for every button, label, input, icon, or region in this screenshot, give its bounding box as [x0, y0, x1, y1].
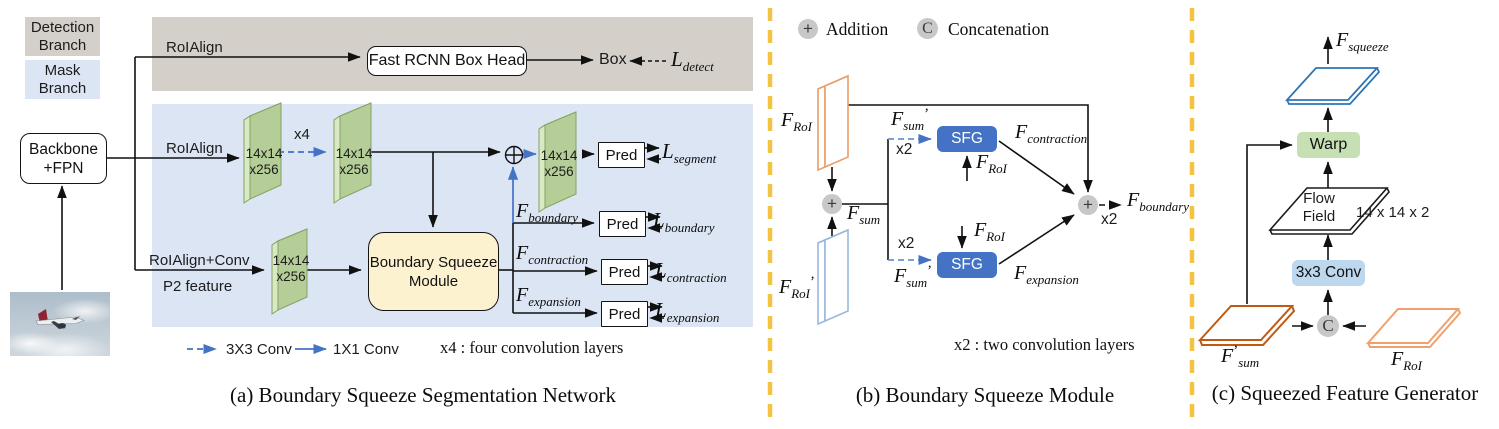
x2-label-right: x2 — [1101, 211, 1118, 228]
loss-boundary-label: Lboundary — [653, 208, 715, 236]
f-sum-prime-label-top: Fsum’ — [891, 106, 930, 134]
legend-add-label: Addition — [826, 19, 889, 39]
f-contraction-label-a: Fcontraction — [516, 242, 589, 267]
f-boundary-label-b: Fboundary — [1127, 189, 1190, 214]
froi-plate — [817, 74, 849, 172]
f-expansion-label-a: Fexpansion — [516, 284, 581, 309]
roialign-conv-label: RoIAlign+Conv — [149, 252, 250, 269]
fast-rcnn-box: Fast RCNN Box Head — [367, 46, 527, 76]
plate-label-p2: 14x14 x256 — [272, 253, 310, 284]
flow-field-label: Flow Field — [1302, 190, 1336, 225]
concat-node-c: C — [1317, 315, 1339, 337]
x2-label-bottom: x2 — [898, 235, 915, 252]
fsum-prime-plate — [1197, 305, 1296, 346]
froi-prime-plate — [817, 228, 849, 326]
f-sum-prime-label-c: F’sum — [1221, 343, 1260, 371]
f-roi-label-top: FRoI — [781, 109, 812, 134]
feature-plate-14x14-p2 — [271, 228, 308, 315]
roialign-mask-label: RoIAlign — [166, 140, 223, 157]
plate-label-1: 14x14 x256 — [245, 146, 283, 177]
caption-panel-c: (c) Squeezed Feature Generator — [1211, 381, 1479, 405]
sfg-box-top: SFG — [937, 126, 997, 152]
plate-label-3: 14x14 x256 — [540, 148, 578, 179]
legend-1x1-conv-label: 1X1 Conv — [333, 341, 399, 358]
f-expansion-label-b: Fexpansion — [1014, 262, 1079, 287]
f-contraction-label-b: Fcontraction — [1015, 121, 1088, 146]
conv-3x3-box: 3x3 Conv — [1292, 260, 1365, 286]
flow-field-plate — [1268, 187, 1390, 235]
panel-c-wiring — [1246, 36, 1366, 331]
caption-panel-b: (b) Boundary Squeeze Module — [855, 383, 1115, 407]
roialign-detect-label: RoIAlign — [166, 39, 223, 56]
x2-label-top: x2 — [896, 141, 913, 158]
pred-box-expansion: Pred — [601, 301, 648, 327]
backbone-box: Backbone +FPN — [20, 133, 107, 184]
f-sum-prime-label-bottom: Fsum’ — [894, 263, 933, 291]
caption-panel-a: (a) Boundary Squeeze Segmentation Networ… — [230, 383, 617, 407]
panel-a-blue-wiring — [187, 146, 537, 355]
x2-note: x2 : two convolution layers — [954, 335, 1135, 354]
legend-concat-label: Concatenation — [948, 19, 1050, 39]
panel-b-wiring — [827, 104, 1122, 265]
f-boundary-label-a: Fboundary — [516, 200, 579, 225]
panel-a-wiring — [57, 52, 666, 323]
loss-segment-label: Lsegment — [662, 139, 717, 167]
plate-label-2: 14x14 x256 — [335, 146, 373, 177]
f-squeeze-label: Fsqueeze — [1336, 29, 1389, 54]
panel-separator-lines — [767, 8, 1195, 421]
feature-plate-14x14-a — [243, 102, 282, 204]
box-output-label: Box — [599, 51, 627, 68]
x4-note: x4 : four convolution layers — [440, 338, 624, 357]
loss-contraction-label: Lcontraction — [655, 258, 727, 286]
f-roi-label-c: FRoI — [1391, 348, 1422, 373]
fsqueeze-plate — [1284, 67, 1381, 105]
f-roi-label-sfg2: FRoI — [974, 219, 1005, 244]
add-node-b-left: + — [822, 194, 842, 214]
f-roi-prime-label: FRoI’ — [779, 274, 815, 302]
pred-box-segment: Pred — [598, 142, 645, 168]
legend-concat-icon: C — [917, 18, 938, 39]
boundary-squeeze-module-box: Boundary Squeeze Module — [368, 232, 499, 311]
flow-dims-label: 14 x 14 x 2 — [1356, 204, 1430, 221]
sfg-box-bottom: SFG — [937, 252, 997, 278]
loss-detect-label: Ldetect — [671, 47, 714, 75]
panel-b-blue-wiring — [888, 133, 932, 266]
feature-plate-14x14-c — [538, 111, 577, 213]
loss-expansion-label: Lexpansion — [655, 298, 720, 326]
legend-3x3-conv-label: 3X3 Conv — [226, 341, 292, 358]
airplane-icon — [35, 309, 85, 329]
pred-box-contraction: Pred — [601, 259, 648, 285]
warp-box: Warp — [1297, 132, 1360, 158]
pred-box-boundary: Pred — [599, 211, 646, 237]
p2-feature-label: P2 feature — [163, 278, 233, 295]
legend-detection-branch: Detection Branch — [25, 17, 100, 56]
airplane-photo — [10, 292, 110, 356]
feature-plate-14x14-b — [333, 102, 372, 204]
legend-add-icon: + — [798, 19, 818, 39]
froi-plate-c — [1365, 308, 1462, 348]
add-node-b-right: + — [1078, 195, 1098, 215]
f-sum-label: Fsum — [847, 202, 881, 227]
f-roi-label-sfg1: FRoI — [976, 151, 1007, 176]
x4-label: x4 — [294, 126, 310, 143]
legend-mask-branch: Mask Branch — [25, 60, 100, 99]
add-node-a — [504, 145, 524, 165]
